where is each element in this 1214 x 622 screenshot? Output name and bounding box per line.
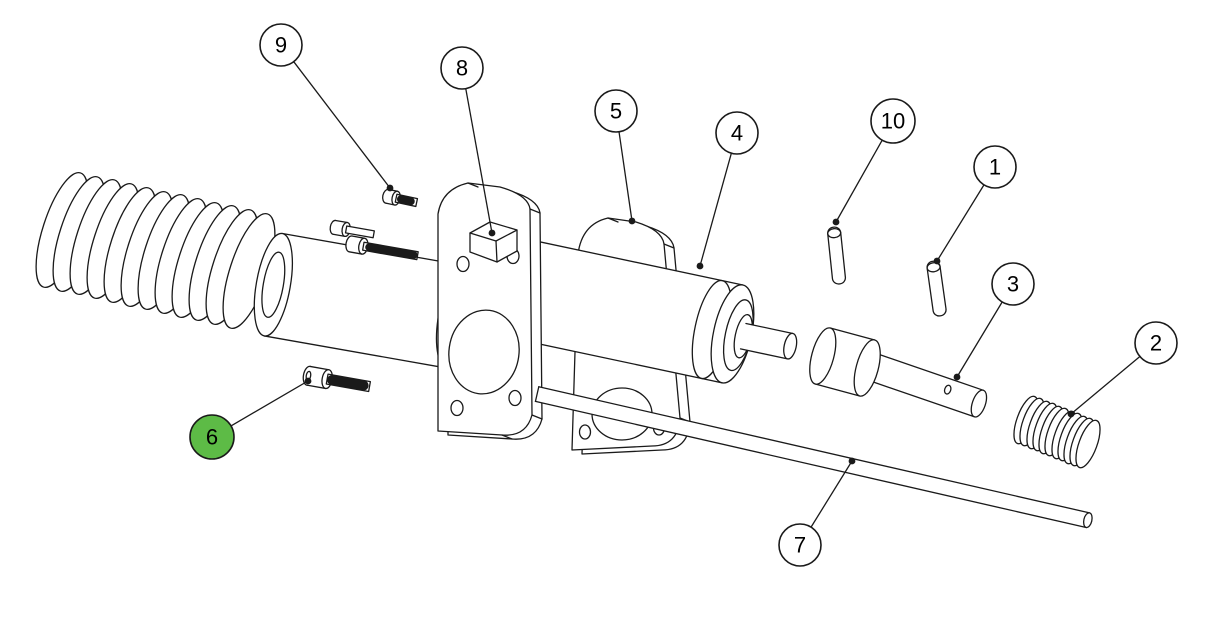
balloon-circle-6[interactable] [189,414,235,460]
balloon-circle-1[interactable] [973,145,1017,189]
callout-2[interactable]: 2 [1067,321,1178,418]
balloon-label-8: 8 [456,56,468,81]
leader-line-1 [936,184,985,262]
part-coupler [809,327,881,397]
balloon-circle-9[interactable] [259,23,303,67]
leader-dot-3 [953,373,961,381]
callout-10[interactable]: 10 [832,98,916,226]
callout-8[interactable]: 8 [440,46,496,237]
part-coil-spring-large [35,171,276,330]
leader-line-8 [465,88,493,234]
callout-layer: 1 2 3 4 5 6 7 8 9 10 [189,23,1178,567]
balloon-circle-2[interactable] [1134,321,1178,365]
part-pin-a [827,226,847,285]
balloon-label-10: 10 [881,109,905,134]
balloon-label-6: 6 [206,425,218,450]
leader-line-6 [230,380,309,427]
leader-line-4 [699,153,732,267]
leader-dot-7 [848,457,856,465]
leader-line-10 [835,139,883,223]
balloon-label-7: 7 [794,533,806,558]
balloon-circle-4[interactable] [715,111,759,155]
balloon-label-9: 9 [275,33,287,58]
callout-3[interactable]: 3 [953,262,1035,381]
leader-dot-5 [628,217,636,225]
leader-dot-2 [1067,410,1075,418]
balloon-label-1: 1 [989,155,1001,180]
balloon-label-2: 2 [1150,331,1162,356]
leader-dot-6 [304,377,312,385]
part-button-screw [381,188,419,208]
part-mounting-plate-front [437,182,543,440]
part-coil-spring-small [1013,395,1101,469]
balloon-circle-3[interactable] [991,262,1035,306]
leader-dot-9 [386,184,394,192]
callout-4[interactable]: 4 [696,111,759,270]
part-pin-b [926,260,947,317]
leader-dot-1 [933,257,941,265]
balloon-label-4: 4 [731,121,743,146]
callout-5[interactable]: 5 [594,89,638,225]
balloon-label-5: 5 [610,99,622,124]
leader-dot-10 [832,218,840,226]
callout-7[interactable]: 7 [778,457,856,567]
part-cap-screw [302,365,372,393]
balloon-label-3: 3 [1007,272,1019,297]
callout-9[interactable]: 9 [259,23,394,192]
leader-line-9 [293,61,391,189]
part-set-screw-a [329,219,375,239]
leader-line-7 [810,460,853,528]
balloon-circle-10[interactable] [870,98,916,144]
leader-line-5 [618,131,633,222]
balloon-circle-5[interactable] [594,89,638,133]
leader-dot-8 [488,229,496,237]
leader-line-3 [956,301,1003,378]
callout-1[interactable]: 1 [933,145,1017,265]
leader-dot-4 [696,262,704,270]
part-guide-rod [534,386,1093,529]
leader-line-2 [1070,355,1141,415]
part-set-screw-b [345,235,419,261]
callout-6[interactable]: 6 [189,377,312,460]
balloon-circle-8[interactable] [440,46,484,90]
balloon-circle-7[interactable] [778,523,822,567]
